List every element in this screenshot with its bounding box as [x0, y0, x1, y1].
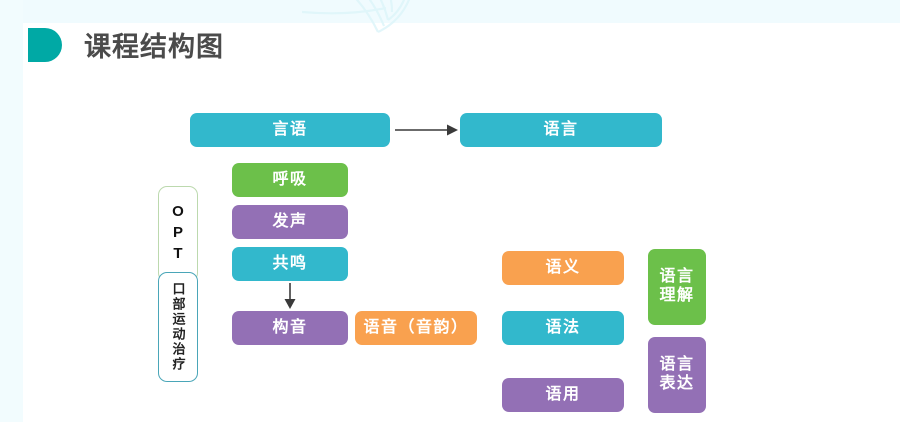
node-pragmatics[interactable]: 语用 [502, 378, 624, 412]
node-breath[interactable]: 呼吸 [232, 163, 348, 197]
arrow-down-icon [284, 283, 296, 309]
node-phonation[interactable]: 发声 [232, 205, 348, 239]
node-articulation[interactable]: 构音 [232, 311, 348, 345]
left-accent-band [0, 0, 23, 422]
slide-header: 课程结构图 [24, 22, 484, 72]
node-phonology[interactable]: 语音（音韵） [355, 311, 477, 345]
node-language-comprehension[interactable]: 语言 理解 [648, 249, 706, 325]
node-semantics[interactable]: 语义 [502, 251, 624, 285]
node-grammar[interactable]: 语法 [502, 311, 624, 345]
node-speech[interactable]: 言语 [190, 113, 390, 147]
page-title: 课程结构图 [84, 32, 224, 62]
node-resonance[interactable]: 共鸣 [232, 247, 348, 281]
opt-outer-bracket [158, 186, 198, 282]
opt-inner-bracket [158, 272, 198, 382]
d-mark-icon [28, 28, 62, 62]
top-accent-band [0, 0, 900, 23]
oral-motor-therapy-label: 口部运动治疗 [170, 282, 186, 372]
opt-label: OPT [169, 202, 187, 266]
arrow-right-icon [395, 124, 458, 136]
node-language[interactable]: 语言 [460, 113, 662, 147]
node-language-expression[interactable]: 语言 表达 [648, 337, 706, 413]
